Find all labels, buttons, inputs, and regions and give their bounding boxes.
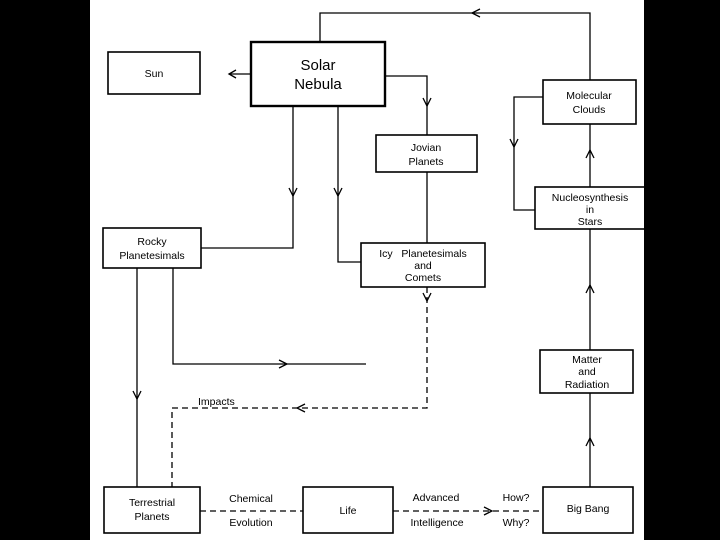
arrowhead (483, 506, 494, 516)
node-big-bang: Big Bang (542, 486, 634, 534)
arrowhead (422, 292, 432, 303)
node-clouds-label-2: Clouds (573, 104, 606, 116)
node-life: Life (302, 486, 394, 534)
node-jovian-label-1: Jovian (411, 142, 442, 154)
diagram-canvas: Sun Solar Nebula Jovian Planets Molecula… (90, 0, 644, 540)
node-icy-label-2: and (414, 260, 432, 272)
arrowhead (509, 138, 519, 149)
node-solar-nebula-label-1: Solar (300, 57, 335, 74)
node-terrestrial-label-1: Terrestrial (129, 497, 175, 509)
node-nucleo-label-3: Stars (578, 216, 603, 228)
edge-nebula-to-jovian (385, 75, 428, 135)
node-rocky-label-2: Planetesimals (119, 250, 184, 262)
edge-icy-impacts (171, 287, 428, 487)
node-jovian-label-2: Planets (408, 156, 443, 168)
node-rocky-label-1: Rocky (137, 236, 167, 248)
arrowhead (333, 187, 343, 198)
node-nucleosynthesis: Nucleosynthesis in Stars (534, 186, 644, 230)
node-nucleo-label-1: Nucleosynthesis (552, 192, 628, 204)
arrowhead (227, 69, 237, 79)
node-solar-nebula-label-2: Nebula (294, 76, 342, 93)
arrowhead (288, 187, 298, 198)
edge-rocky-to-branch (172, 268, 366, 365)
label-advanced: Advanced (413, 492, 460, 504)
arrowhead (585, 148, 595, 159)
edge-clouds-to-nucleo-loop (513, 96, 543, 211)
arrowhead (585, 283, 595, 294)
node-sun: Sun (107, 51, 201, 95)
node-molecular-clouds: Molecular Clouds (542, 79, 637, 125)
node-terrestrial-planets: Terrestrial Planets (103, 486, 201, 534)
arrowhead (585, 436, 595, 447)
node-sun-label: Sun (145, 68, 164, 80)
arrowhead (278, 359, 289, 369)
node-matter-label-2: and (578, 366, 596, 378)
edge-nebula-to-icy (337, 107, 361, 263)
origins-flow-diagram: Sun Solar Nebula Jovian Planets Molecula… (102, 8, 644, 534)
node-icy-label-1: Icy Planetesimals (379, 248, 467, 260)
edge-nebula-to-rocky (201, 107, 294, 249)
node-matter-label-3: Radiation (565, 379, 610, 391)
node-icy-label-3: Comets (405, 272, 441, 284)
node-life-label: Life (340, 505, 357, 517)
edge-clouds-to-nebula (319, 12, 591, 80)
node-matter-radiation: Matter and Radiation (539, 349, 634, 394)
node-matter-label-1: Matter (572, 354, 602, 366)
arrowhead (295, 403, 306, 413)
node-icy-planetesimals: Icy Planetesimals and Comets (360, 242, 486, 288)
arrowhead (132, 390, 142, 401)
arrowhead (470, 8, 481, 18)
node-bigbang-label: Big Bang (567, 503, 610, 515)
label-impacts: Impacts (198, 396, 235, 408)
node-solar-nebula: Solar Nebula (249, 40, 387, 108)
node-nucleo-label-2: in (586, 204, 594, 216)
arrowhead (422, 97, 432, 108)
node-clouds-label-1: Molecular (566, 90, 612, 102)
label-intelligence: Intelligence (410, 517, 463, 529)
node-jovian-planets: Jovian Planets (375, 134, 478, 173)
node-terrestrial-label-2: Planets (134, 511, 169, 523)
node-rocky-planetesimals: Rocky Planetesimals (102, 227, 202, 269)
label-why: Why? (503, 517, 530, 529)
label-evolution: Evolution (229, 517, 272, 529)
label-how: How? (503, 492, 530, 504)
label-chemical: Chemical (229, 493, 273, 505)
